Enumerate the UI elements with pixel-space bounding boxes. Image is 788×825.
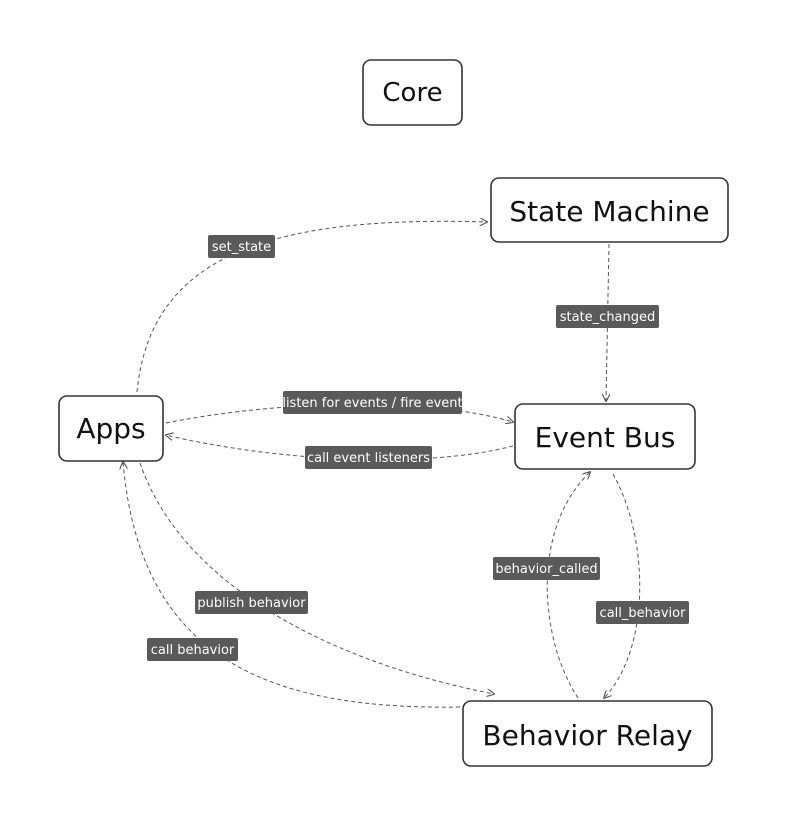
node-core: Core bbox=[362, 59, 463, 126]
edge-label-text: state_changed bbox=[560, 310, 656, 325]
node-state-machine: State Machine bbox=[490, 177, 729, 243]
node-label: State Machine bbox=[509, 195, 709, 228]
nodes: Core State Machine Apps Event Bus Behavi… bbox=[58, 59, 729, 767]
edge-labels: set_state state_changed listen for event… bbox=[147, 235, 689, 661]
edge-label-call-event-listeners: call event listeners bbox=[305, 446, 432, 469]
edge-label-behavior-called: behavior_called bbox=[493, 557, 600, 580]
edge-label-listen-fire: listen for events / fire event bbox=[282, 391, 463, 414]
edge-label-call-behavior-apps: call behavior bbox=[147, 638, 238, 661]
edge-label-publish-behavior: publish behavior bbox=[195, 591, 308, 614]
edge-behavior-called bbox=[546, 472, 590, 699]
node-event-bus: Event Bus bbox=[514, 403, 696, 470]
node-label: Apps bbox=[76, 412, 145, 445]
edge-label-set-state: set_state bbox=[208, 235, 275, 258]
edge-call-behavior-apps bbox=[123, 462, 461, 708]
edge-label-text: set_state bbox=[212, 240, 271, 255]
node-apps: Apps bbox=[58, 395, 164, 462]
edge-label-text: listen for events / fire event bbox=[282, 396, 462, 411]
node-behavior-relay: Behavior Relay bbox=[462, 700, 713, 767]
node-label: Behavior Relay bbox=[482, 719, 692, 752]
node-label: Core bbox=[382, 78, 442, 108]
edge-call-behavior-bus bbox=[604, 473, 641, 698]
edge-label-text: call event listeners bbox=[307, 451, 430, 466]
edge-label-text: call_behavior bbox=[600, 606, 687, 621]
edge-label-text: publish behavior bbox=[197, 596, 306, 611]
edge-set-state bbox=[136, 221, 487, 393]
node-label: Event Bus bbox=[535, 421, 676, 454]
edge-label-text: behavior_called bbox=[495, 562, 597, 577]
edge-label-text: call behavior bbox=[151, 643, 235, 658]
edge-label-state-changed: state_changed bbox=[556, 305, 659, 328]
edge-label-call-behavior-bus: call_behavior bbox=[596, 601, 689, 624]
